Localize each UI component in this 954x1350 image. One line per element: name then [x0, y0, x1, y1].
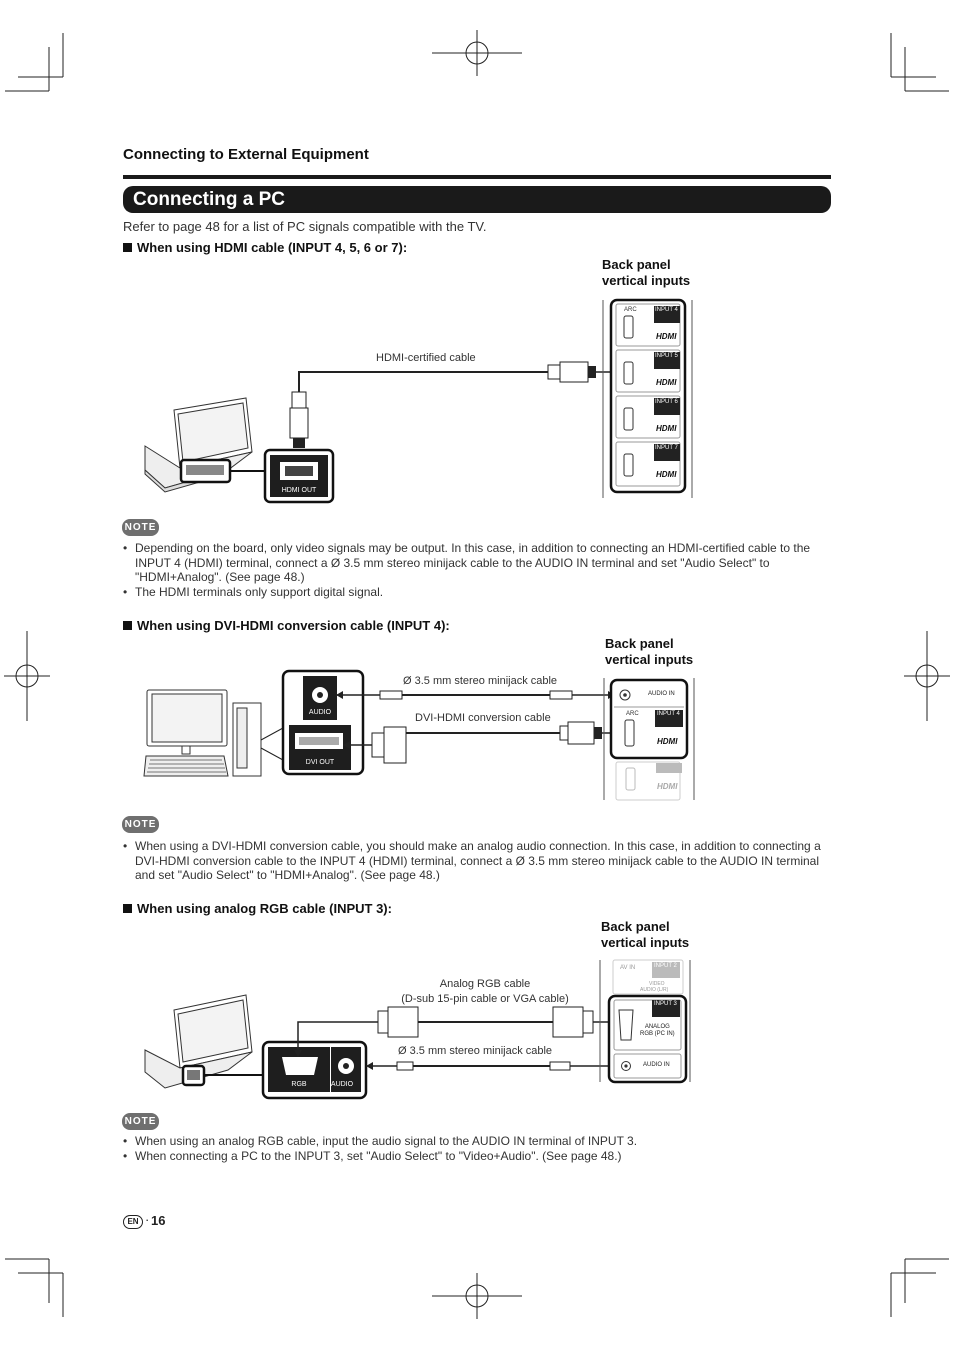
hdmi-input-label-7: INPUT 7 — [655, 445, 678, 451]
hdmi-arc-label: ARC — [624, 307, 637, 313]
hdmi-panel-label: Back panel vertical inputs — [602, 257, 691, 288]
footer-dot: · — [145, 1212, 150, 1227]
note-item: The HDMI terminals only support digital … — [123, 585, 833, 600]
dvi-input-label: INPUT 4 — [657, 711, 680, 717]
av-in-label: AV IN — [620, 965, 636, 971]
hdmi-logo-faded: HDMI — [657, 782, 678, 791]
hdmi-logo: HDMI — [656, 378, 677, 387]
note-item: When using a DVI-HDMI conversion cable, … — [123, 839, 833, 883]
dvi-audio-in-label: AUDIO IN — [648, 691, 675, 697]
rgb-audio-cable-label: Ø 3.5 mm stereo minijack cable — [398, 1045, 553, 1057]
monitor-icon — [143, 689, 229, 777]
hdmi-out-label: HDMI OUT — [281, 487, 317, 494]
hdmi-cable-label: HDMI-certified cable — [376, 352, 476, 364]
page-title-text: Connecting a PC — [133, 189, 286, 210]
rgb-cable-label: Analog RGB cable (D-sub 15-pin cable or … — [401, 978, 569, 1005]
hdmi-logo: HDMI — [657, 737, 678, 746]
dvi-arc-label: ARC — [626, 711, 639, 717]
dvi-cable-label: DVI-HDMI conversion cable — [415, 712, 551, 724]
square-bullet-icon — [123, 243, 132, 252]
hdmi-heading: When using HDMI cable (INPUT 4, 5, 6 or … — [123, 240, 407, 255]
audio-lr-label: AUDIO (L/R) — [640, 987, 669, 993]
dvi-notes: When using a DVI-HDMI conversion cable, … — [123, 839, 833, 883]
note-item: When connecting a PC to the INPUT 3, set… — [123, 1149, 833, 1164]
rgb-heading: When using analog RGB cable (INPUT 3): — [123, 901, 392, 916]
rgb-panel-label: Back panel vertical inputs — [601, 919, 690, 950]
section-title: Connecting to External Equipment — [123, 146, 369, 163]
square-bullet-icon — [123, 621, 132, 630]
note-badge: NOTE — [122, 1113, 159, 1130]
dvi-audio-port-label: AUDIO — [308, 709, 332, 716]
note-item: When using an analog RGB cable, input th… — [123, 1134, 833, 1149]
hdmi-input-label-6: INPUT 6 — [655, 399, 678, 405]
hdmi-logo: HDMI — [656, 332, 677, 341]
rgb-audio-port-label: AUDIO — [330, 1081, 354, 1088]
hdmi-input-label-4: INPUT 4 — [655, 307, 678, 313]
intro-text: Refer to page 48 for a list of PC signal… — [123, 219, 487, 234]
note-item: Depending on the board, only video signa… — [123, 541, 833, 585]
hdmi-logo: HDMI — [656, 470, 677, 479]
dvi-out-label: DVI OUT — [305, 759, 335, 766]
input3-label: INPUT 3 — [654, 1001, 677, 1007]
square-bullet-icon — [123, 904, 132, 913]
note-badge: NOTE — [122, 519, 159, 536]
rgb-audio-in-label: AUDIO IN — [643, 1062, 670, 1068]
page-number: 16 — [151, 1213, 166, 1228]
hdmi-notes: Depending on the board, only video signa… — [123, 541, 833, 599]
analog-rgb-label: ANALOG RGB (PC IN) — [640, 1024, 675, 1037]
note-badge: NOTE — [122, 816, 159, 833]
hdmi-logo: HDMI — [656, 424, 677, 433]
header-rule — [123, 175, 831, 179]
rgb-port-label: RGB — [291, 1081, 307, 1088]
page-title: Connecting a PC — [123, 186, 831, 213]
hdmi-input-label-5: INPUT 5 — [655, 353, 678, 359]
input2-label: INPUT 2 — [654, 963, 677, 969]
language-badge: EN — [123, 1215, 143, 1229]
dvi-audio-cable-label: Ø 3.5 mm stereo minijack cable — [403, 675, 558, 687]
laptop-icon — [144, 397, 253, 493]
dvi-heading: When using DVI-HDMI conversion cable (IN… — [123, 618, 450, 633]
video-label: VIDEO — [649, 981, 665, 987]
rgb-notes: When using an analog RGB cable, input th… — [123, 1134, 833, 1163]
dvi-panel-label: Back panel vertical inputs — [605, 636, 694, 667]
